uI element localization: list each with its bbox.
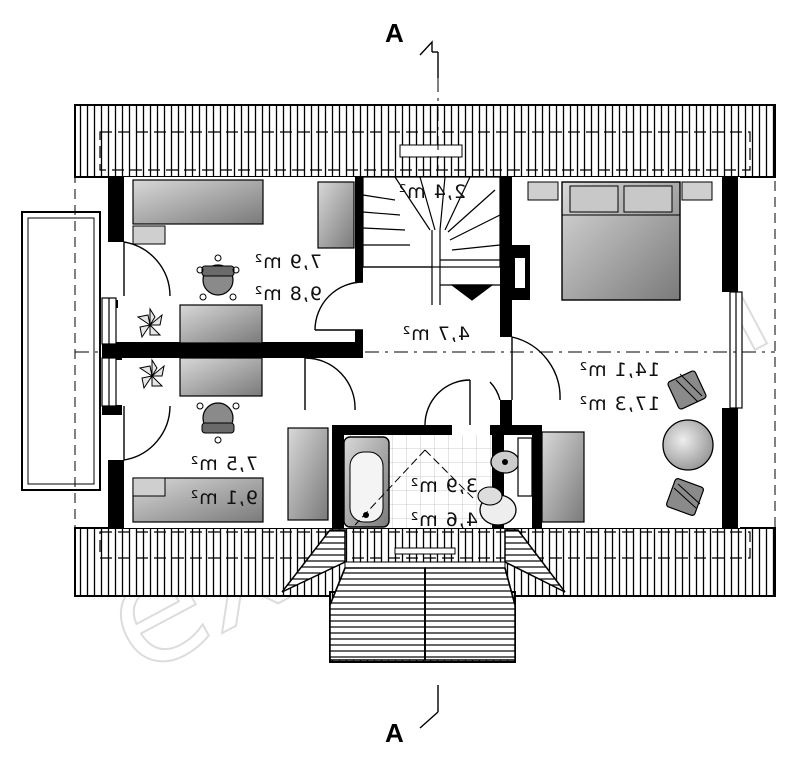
staircase <box>362 176 501 305</box>
walls <box>102 177 738 528</box>
room-labels: 2,4 m² 7,9 m² 9,8 m² 4,7 m² 14,1 m² 17,3… <box>190 181 660 531</box>
stair-area: 2,4 m² <box>398 181 466 203</box>
roof-top <box>74 104 776 178</box>
hall-area: 4,7 m² <box>402 323 470 345</box>
bathroom-area-1: 3,9 m² <box>410 475 478 497</box>
furniture-bottom-left <box>132 357 329 523</box>
section-marker-top: A <box>385 18 439 78</box>
bathroom-fixtures <box>343 435 533 555</box>
bedroom-top-left-area-2: 9,8 m² <box>254 283 322 305</box>
dormer-roof <box>281 529 566 663</box>
section-label-bottom: A <box>385 718 404 748</box>
bathroom-area-2: 4,6 m² <box>410 509 478 531</box>
section-label-top: A <box>385 18 404 48</box>
bedroom-top-left-area-1: 7,9 m² <box>254 251 322 273</box>
doors <box>123 241 561 461</box>
windows-right <box>729 291 743 409</box>
balcony <box>21 211 101 491</box>
furniture-main-bedroom <box>527 181 714 523</box>
chimney <box>510 245 530 300</box>
bedroom-bottom-left-area-2: 9,1 m² <box>190 487 258 509</box>
bedroom-bottom-left-area-1: 7,5 m² <box>190 453 258 475</box>
furniture-top-left <box>132 179 355 344</box>
windows-left <box>101 297 117 407</box>
section-marker-bottom: A <box>385 685 439 748</box>
bedroom-main-area-2: 17,3 m² <box>579 393 660 415</box>
bedroom-main-area-1: 14,1 m² <box>579 359 660 381</box>
